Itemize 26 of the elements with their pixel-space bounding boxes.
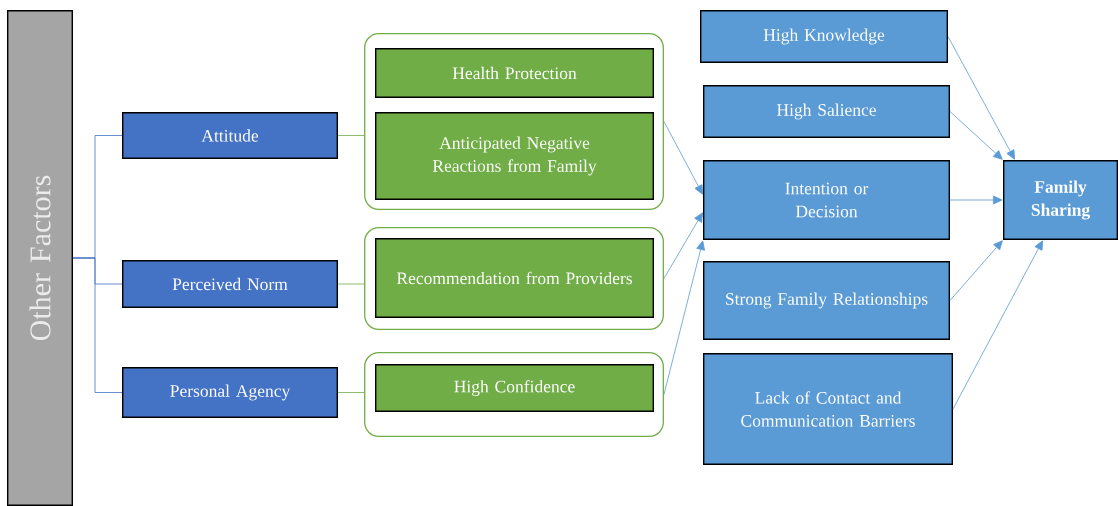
factor-box: Personal Agency	[122, 367, 338, 418]
outcome-box: Lack of Contact and Communication Barriers	[703, 353, 953, 465]
belief-box: Recommendation from Providers	[375, 238, 654, 318]
arrow	[663, 212, 703, 279]
connector-line	[72, 257, 123, 393]
outcome-box: High Salience	[703, 85, 950, 138]
arrow	[663, 240, 705, 395]
arrow	[663, 121, 703, 195]
outcome-box: Family Sharing	[1003, 160, 1118, 240]
factor-box: Perceived Norm	[122, 260, 338, 308]
side-bar: Other Factors	[7, 10, 73, 506]
belief-box: High Confidence	[375, 364, 654, 412]
belief-box: Health Protection	[375, 48, 654, 98]
arrow	[949, 240, 1003, 301]
belief-box: Anticipated Negative Reactions from Family	[375, 112, 654, 200]
outcome-box: High Knowledge	[700, 10, 948, 63]
arrow	[952, 240, 1043, 410]
arrow	[949, 195, 1003, 205]
connector-line	[337, 392, 365, 393]
connector-line	[337, 135, 365, 136]
factor-box: Attitude	[122, 112, 338, 159]
outcome-box: Strong Family Relationships	[703, 261, 950, 340]
outcome-box: Intention or Decision	[703, 160, 950, 240]
connector-line	[337, 283, 365, 285]
arrow	[949, 111, 1003, 160]
arrow	[947, 36, 1015, 160]
